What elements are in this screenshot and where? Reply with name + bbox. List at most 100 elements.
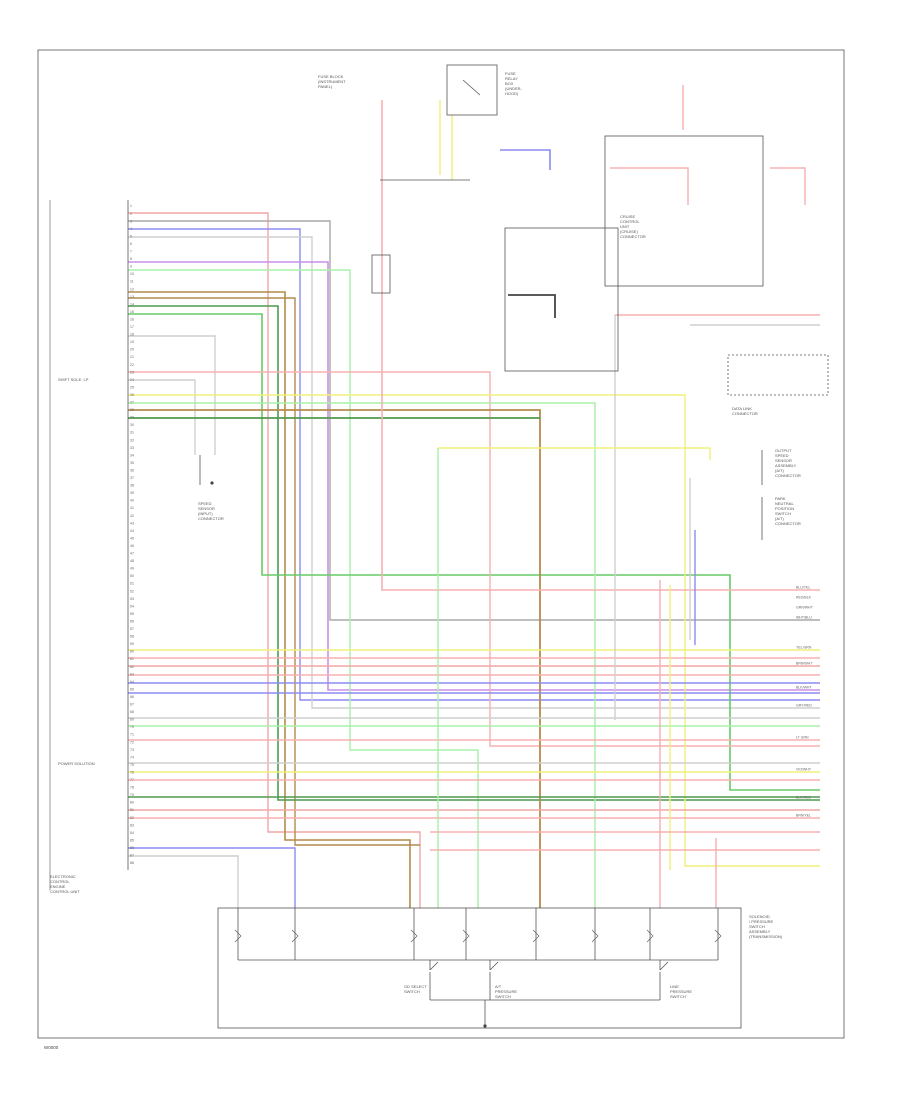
pin-number: 64 [130, 680, 134, 684]
wire-code-label: WHT/BLU [796, 616, 812, 620]
pin-number: 3 [130, 219, 132, 223]
pin-number: 48 [130, 559, 134, 563]
pin-number: 26 [130, 393, 134, 397]
pin-number: 35 [130, 461, 134, 465]
pin-number: 79 [130, 793, 134, 797]
wire-run-39 [770, 167, 806, 205]
pin-number: 86 [130, 846, 134, 850]
od-select-switch-label-line: SWITCH [404, 989, 420, 994]
solenoid-assembly-box [217, 907, 742, 1029]
pin-number: 25 [130, 385, 134, 389]
switch-blade-1 [489, 961, 499, 971]
wire-run-12 [128, 379, 196, 455]
wire-run-3 [128, 236, 820, 709]
pin-number: 10 [130, 272, 134, 276]
wire-run-4 [128, 261, 820, 691]
pin-number: 29 [130, 416, 134, 420]
data-link-module-box [504, 227, 619, 372]
wire-code-label: BLK/RED [796, 796, 811, 800]
pin-number: 13 [130, 295, 134, 299]
pin-number: 63 [130, 672, 134, 676]
top-fuse-label-line: FUSE BLOCK [318, 74, 344, 79]
wire-run-2 [128, 228, 820, 701]
pin-number: 88 [130, 861, 134, 865]
pin-number: 80 [130, 801, 134, 805]
output-speed-sensor-label-line: CONNECTOR [775, 473, 801, 478]
pin-number: 38 [130, 484, 134, 488]
switch-blade-2 [659, 961, 669, 971]
cruise-module-box [604, 135, 764, 287]
pin-number: 6 [130, 242, 132, 246]
wire-run-11 [128, 371, 820, 747]
top-relay-label-line: RELAY [505, 76, 518, 81]
pin-number: 28 [130, 408, 134, 412]
pin-number: 31 [130, 431, 134, 435]
pin-number: 39 [130, 491, 134, 495]
pin-number: 1 [130, 204, 132, 208]
pin-number: 76 [130, 770, 134, 774]
od-select-switch-label-line: OD SELECT [404, 984, 427, 989]
input-sensor-label-line: CONNECTOR [198, 516, 224, 521]
solenoid-coil-2 [410, 929, 418, 943]
pin-number: 60 [130, 650, 134, 654]
output-speed-sensor-label-line: (A/T) [775, 468, 785, 473]
wire-run-5 [128, 269, 479, 908]
outer-frame [37, 49, 845, 1039]
pin-number: 77 [130, 778, 134, 782]
pin-number: 68 [130, 710, 134, 714]
solenoid-coil-6 [646, 929, 654, 943]
line-pressure-switch-label-line: SWITCH [670, 994, 686, 999]
ecm-label-line: ELECTRONIC [50, 874, 76, 879]
input-sensor-label-line: SENSOR [198, 506, 215, 511]
pin-number: 43 [130, 521, 134, 525]
pin-number: 53 [130, 597, 134, 601]
pin-number: 42 [130, 514, 134, 518]
solenoid-assembly-label-line: ASSEMBLY [749, 929, 771, 934]
pin-number: 15 [130, 310, 134, 314]
pin-number: 70 [130, 725, 134, 729]
ecm-label-line: ENGINE [50, 884, 66, 889]
wire-layer [128, 85, 820, 908]
wire-run-8 [128, 305, 820, 801]
pin-number: 61 [130, 657, 134, 661]
pin-number: 37 [130, 476, 134, 480]
pin-number: 18 [130, 333, 134, 337]
pin-number: 72 [130, 740, 134, 744]
ecm-label-line: CONTROL UNIT [50, 889, 80, 894]
pin-number: 7 [130, 250, 132, 254]
wire-run-10 [128, 335, 216, 455]
wire-run-41 [508, 294, 556, 318]
park-neutral-switch-label-line: SWITCH [775, 511, 791, 516]
cruise-module-label-line: CONNECTOR [620, 234, 646, 239]
switch-blade-0 [429, 961, 439, 971]
solenoid-assembly-label-line: / PRESSURE [749, 919, 774, 924]
pin-number: 8 [130, 257, 132, 261]
pin-number: 58 [130, 635, 134, 639]
pin-number: 12 [130, 287, 134, 291]
at-pressure-switch-label-line: A/T [495, 984, 502, 989]
pin-number: 47 [130, 552, 134, 556]
label-layer: 1234567891011121314151617181920212223242… [50, 71, 814, 999]
pin-number: 17 [130, 325, 134, 329]
wire-run-38 [610, 167, 689, 205]
cruise-module-label-line: (CRUISE) [620, 229, 638, 234]
pin-number: 78 [130, 786, 134, 790]
pin-number: 59 [130, 642, 134, 646]
solenoid-coil-4 [532, 929, 540, 943]
solenoid-assembly-label-line: SOLENOID [749, 914, 770, 919]
output-speed-sensor-label-line: ASSEMBLY [775, 463, 797, 468]
footer-code: W0000 [44, 1045, 59, 1050]
park-neutral-switch-label-line: NEUTRAL [775, 501, 794, 506]
relay-switch-blade [462, 79, 481, 96]
pin-number: 57 [130, 627, 134, 631]
input-sensor-ground [210, 481, 214, 485]
pin-number: 85 [130, 838, 134, 842]
power-solution-label: POWER SOLUTION [58, 761, 95, 766]
pin-number: 62 [130, 665, 134, 669]
wire-run-9 [128, 313, 820, 791]
pin-number: 83 [130, 823, 134, 827]
